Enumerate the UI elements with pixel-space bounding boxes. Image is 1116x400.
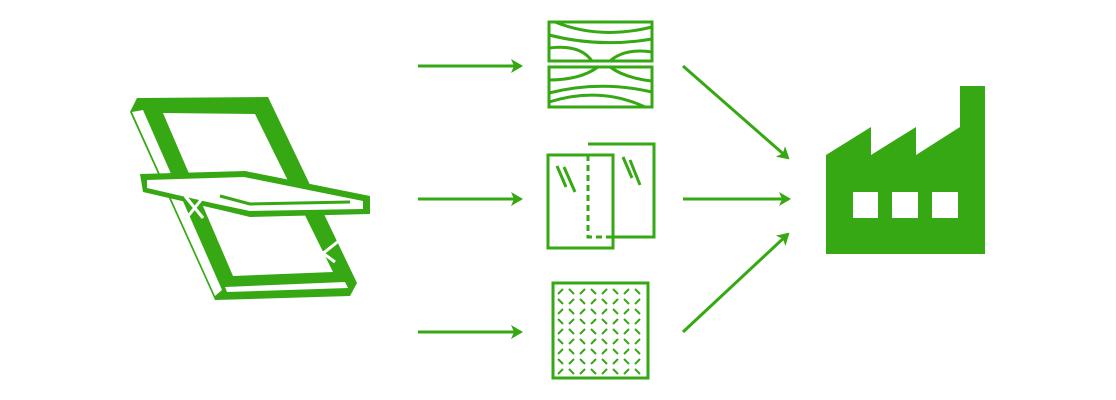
fibre-mark	[623, 298, 630, 305]
fibre-mark	[612, 368, 619, 375]
fibre-mark	[601, 308, 608, 315]
fibre-mark	[557, 318, 564, 325]
fibre-mark	[601, 358, 608, 365]
fibre-mark	[557, 338, 564, 345]
fibre-mark	[623, 328, 630, 335]
fibre-mark	[568, 298, 575, 305]
fibre-mark	[579, 338, 586, 345]
fibre-mark	[601, 328, 608, 335]
fibre-mark	[634, 298, 641, 305]
fibre-mark	[557, 308, 564, 315]
fibre-mark	[612, 348, 619, 355]
fibre-mark	[623, 288, 630, 295]
fibre-mark	[601, 318, 608, 325]
fibre-mark	[623, 308, 630, 315]
fibre-mark	[634, 288, 641, 295]
fibre-mark	[568, 368, 575, 375]
fibre-mark	[557, 348, 564, 355]
fibre-mark	[579, 358, 586, 365]
fibre-mark	[601, 368, 608, 375]
fibre-mark	[557, 288, 564, 295]
fibre-mark	[557, 298, 564, 305]
fibre-mark	[568, 318, 575, 325]
fibre-mark	[579, 348, 586, 355]
wood-grain-icon	[547, 20, 654, 109]
fibre-mark	[601, 288, 608, 295]
fibre-mark	[557, 368, 564, 375]
fibre-mark	[557, 358, 564, 365]
fibre-mark	[612, 308, 619, 315]
fibre-mark	[590, 328, 597, 335]
fibre-mark	[579, 328, 586, 335]
fibre-mark	[634, 348, 641, 355]
factory-icon	[826, 86, 985, 254]
fibre-mark	[568, 358, 575, 365]
fibre-mark	[623, 348, 630, 355]
fibre-mark	[634, 338, 641, 345]
fibre-mark	[590, 298, 597, 305]
fibre-mark	[590, 348, 597, 355]
fibre-mark	[601, 348, 608, 355]
fibre-mark	[634, 308, 641, 315]
fibre-mark	[579, 308, 586, 315]
fibre-mark	[590, 358, 597, 365]
fibre-mark	[634, 358, 641, 365]
fibre-mark	[634, 368, 641, 375]
fibre-mark	[612, 338, 619, 345]
fibre-mark	[590, 338, 597, 345]
fibre-mark	[623, 358, 630, 365]
fibre-mark	[568, 328, 575, 335]
fibre-mark	[601, 338, 608, 345]
fibre-mark	[612, 298, 619, 305]
fibre-mark	[579, 288, 586, 295]
factory-window	[892, 192, 918, 218]
fibre-mark	[634, 318, 641, 325]
fibre-mark	[590, 288, 597, 295]
fibre-mark	[612, 358, 619, 365]
fibre-mark	[623, 338, 630, 345]
fibre-mark	[568, 348, 575, 355]
fibre-mark	[568, 288, 575, 295]
fibre-mark	[579, 298, 586, 305]
fibre-mark	[590, 318, 597, 325]
fibre-mark	[579, 318, 586, 325]
factory-window	[853, 192, 878, 218]
fibre-mark	[557, 328, 564, 335]
fibre-mark	[634, 328, 641, 335]
arrow-insulation-to-factory	[681, 232, 790, 334]
insulation-material-icon	[551, 281, 650, 380]
fibre-mark	[590, 368, 597, 375]
fibre-mark	[623, 318, 630, 325]
fibre-mark	[590, 308, 597, 315]
fibre-mark	[612, 328, 619, 335]
fibre-mark	[612, 318, 619, 325]
fibre-mark	[601, 298, 608, 305]
roof-window-icon	[130, 97, 370, 300]
fibre-mark	[623, 368, 630, 375]
glass-panes-icon	[546, 142, 656, 250]
fibre-mark	[568, 308, 575, 315]
fibre-mark	[568, 338, 575, 345]
fibre-mark	[612, 288, 619, 295]
fibre-mark	[579, 368, 586, 375]
arrow-wood-to-factory	[682, 64, 790, 160]
factory-window	[932, 192, 958, 218]
